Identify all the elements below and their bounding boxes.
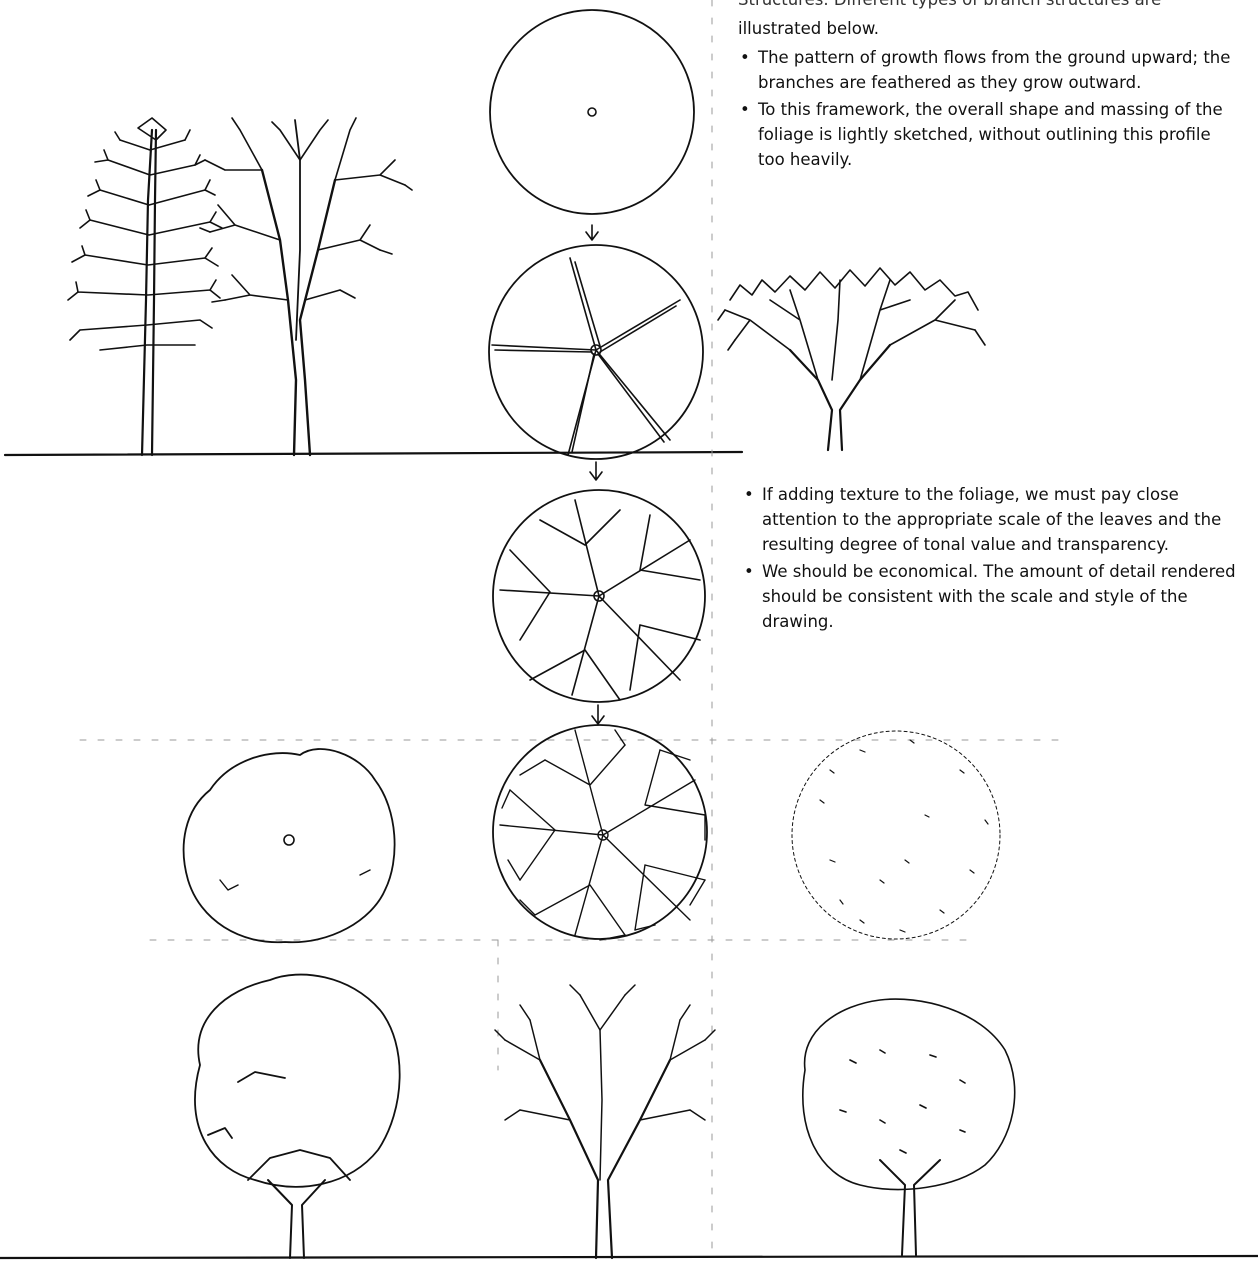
broad-bare-tree bbox=[200, 118, 412, 455]
plan-circle-1 bbox=[490, 10, 694, 214]
notes-middle-bullet: We should be economical. The amount of d… bbox=[742, 559, 1247, 634]
notes-top-bullet: To this framework, the overall shape and… bbox=[738, 97, 1238, 172]
elevation-outline-tree bbox=[195, 975, 400, 1258]
notes-top-lead-partial: Structures. Different types of branch st… bbox=[738, 0, 1238, 12]
narrow-bare-tree bbox=[68, 118, 222, 455]
notes-middle-bullet: If adding texture to the foliage, we mus… bbox=[742, 482, 1247, 557]
plan-circle-4 bbox=[493, 725, 707, 940]
arrow-down-1 bbox=[586, 225, 598, 240]
notes-top-lead: illustrated below. bbox=[738, 16, 1238, 41]
elevation-branched-tree bbox=[495, 985, 715, 1258]
notes-middle: If adding texture to the foliage, we mus… bbox=[742, 482, 1247, 636]
notes-top: Structures. Different types of branch st… bbox=[738, 0, 1238, 174]
arrow-down-3 bbox=[592, 705, 604, 724]
spreading-tree bbox=[718, 268, 985, 450]
elevation-textured-tree bbox=[803, 999, 1015, 1255]
notes-middle-list: If adding texture to the foliage, we mus… bbox=[742, 482, 1247, 634]
notes-top-list: The pattern of growth flows from the gro… bbox=[738, 45, 1238, 172]
ground-line-lower bbox=[0, 1256, 1258, 1258]
notes-top-bullet: The pattern of growth flows from the gro… bbox=[738, 45, 1238, 95]
plan-circle-2 bbox=[489, 245, 703, 459]
plan-textured-foliage bbox=[792, 731, 1000, 939]
plan-circle-3 bbox=[493, 490, 705, 702]
plan-outline-foliage bbox=[184, 749, 395, 942]
arrow-down-2 bbox=[590, 462, 602, 480]
